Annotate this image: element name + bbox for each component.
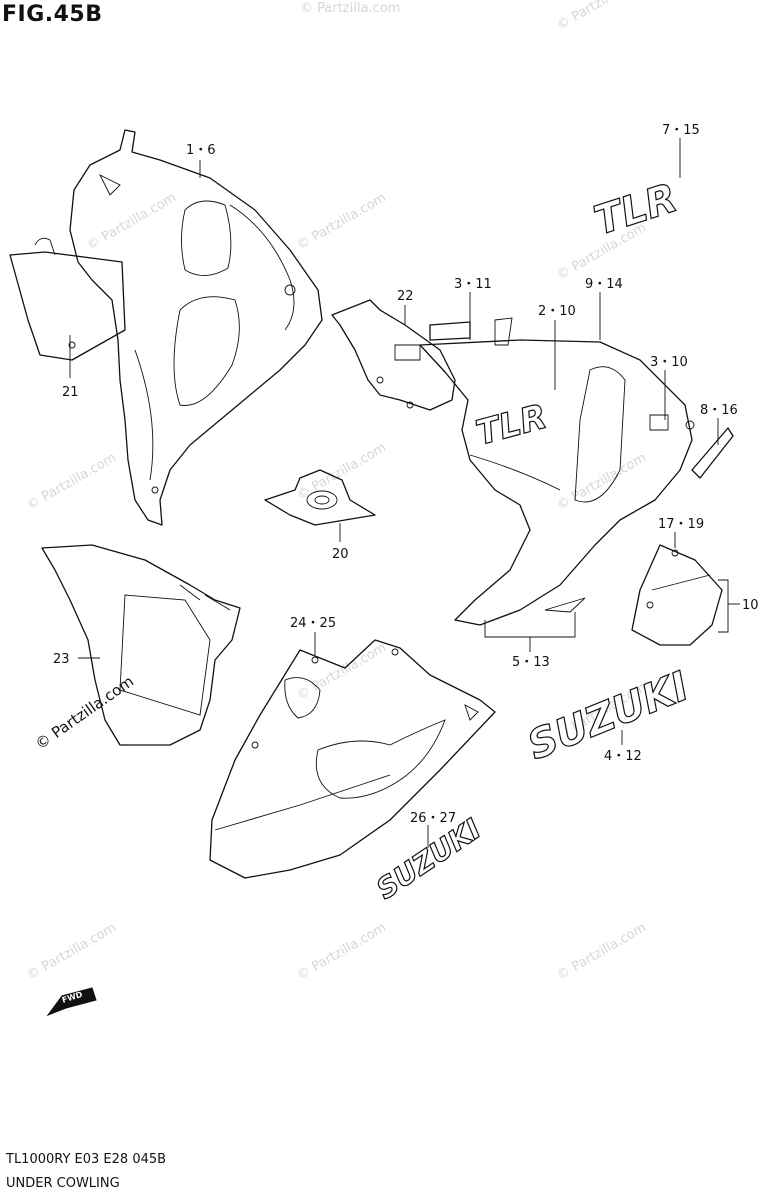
section-name: UNDER COWLING bbox=[6, 1176, 120, 1191]
watermark: © Partzilla.com bbox=[295, 920, 389, 983]
callout-label: 23 bbox=[53, 652, 70, 667]
callout-label: 10 bbox=[742, 598, 759, 613]
part-trim-strip bbox=[691, 427, 734, 479]
figure-title: FIG.45B bbox=[2, 2, 103, 27]
callout-label: 22 bbox=[397, 289, 414, 304]
background-watermarks: © Partzilla.com © Partzilla.com © Partzi… bbox=[25, 0, 649, 983]
leader-lines bbox=[69, 138, 740, 848]
watermark: © Partzilla.com bbox=[25, 920, 119, 983]
watermark: © Partzilla.com bbox=[555, 450, 649, 513]
callout-label: 8・16 bbox=[700, 403, 738, 418]
callout-label: 3・11 bbox=[454, 277, 492, 292]
callout-label: 5・13 bbox=[512, 655, 550, 670]
callout-label: 7・15 bbox=[662, 123, 700, 138]
callout-label: 4・12 bbox=[604, 749, 642, 764]
callout-label: 3・10 bbox=[650, 355, 688, 370]
callout-label: 24・25 bbox=[290, 616, 336, 631]
suzuki-decal-small: SUZUKI bbox=[370, 812, 486, 905]
fwd-arrow-icon: FWD bbox=[46, 987, 97, 1017]
part-inner-bracket bbox=[331, 299, 456, 411]
callout-label: 26・27 bbox=[410, 811, 456, 826]
tlr-emblem-side: TLR bbox=[472, 397, 551, 454]
part-left-cowling bbox=[69, 129, 323, 526]
part-gasket-plate bbox=[264, 469, 376, 526]
watermark: © Partzilla.com bbox=[25, 450, 119, 513]
callout-label: 2・10 bbox=[538, 304, 576, 319]
callout-label: 20 bbox=[332, 547, 349, 562]
part-inner-duct bbox=[41, 544, 241, 746]
callout-label: 9・14 bbox=[585, 277, 623, 292]
part-side-panel bbox=[9, 237, 126, 361]
watermark: © Partzilla.com bbox=[85, 190, 179, 253]
callout-label: 1・6 bbox=[186, 143, 216, 158]
watermark: © Partzilla.com bbox=[295, 440, 389, 503]
watermark: © Partzilla.com bbox=[295, 190, 389, 253]
watermark: © Partzilla.com bbox=[295, 640, 389, 703]
watermark: © Partzilla.com bbox=[555, 920, 649, 983]
callout-labels: 1・6 21 22 3・11 2・10 9・14 7・15 3・10 8・16 … bbox=[53, 123, 759, 826]
watermark: © Partzilla.com bbox=[555, 0, 649, 33]
part-right-cowling: TLR bbox=[419, 339, 695, 626]
callout-label: 21 bbox=[62, 385, 79, 400]
partzilla-watermark: © Partzilla.com bbox=[32, 672, 137, 753]
model-code: TL1000RY E03 E28 045B bbox=[6, 1152, 167, 1167]
part-belly-pan bbox=[209, 639, 496, 879]
watermark: © Partzilla.com bbox=[300, 1, 400, 16]
part-suzuki-decal-small: SUZUKI bbox=[370, 812, 488, 907]
part-side-cover bbox=[631, 544, 723, 646]
callout-label: 17・19 bbox=[658, 517, 704, 532]
